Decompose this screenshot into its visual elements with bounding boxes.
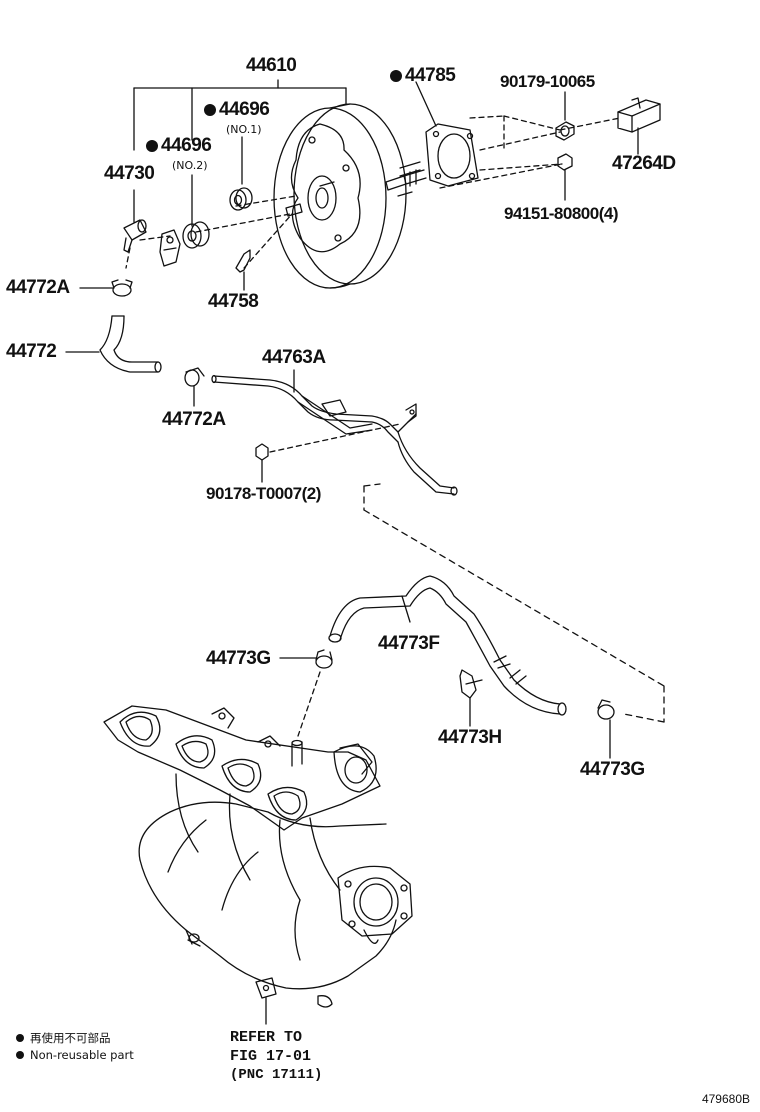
legend-en-text: Non-reusable part (30, 1048, 134, 1062)
label-90178-t0007: 90178-T0007(2) (206, 484, 321, 503)
label-44785: 44785 (390, 65, 456, 86)
label-90179-10065: 90179-10065 (500, 72, 595, 91)
label-44772a-mid: 44772A (162, 409, 226, 430)
legend-jp-text: 再使用不可部品 (30, 1031, 111, 1045)
legend-dot (16, 1034, 24, 1042)
booster-studs (385, 169, 427, 191)
hose-44773f (328, 575, 567, 716)
grommet-44696-no1 (229, 187, 253, 211)
valve-bracket (159, 229, 181, 267)
label-44785-text: 44785 (405, 65, 456, 86)
leader-44785 (415, 81, 437, 127)
assembly-lines-mid (363, 483, 665, 723)
clamp-44772a-mid (184, 367, 205, 407)
dash-44773g-left (297, 671, 321, 737)
grommet-44696-no2 (182, 221, 210, 249)
clamp-44772a-top (79, 279, 133, 297)
non-reusable-dot (146, 140, 158, 152)
label-44696-no2-text: 44696 (161, 135, 212, 156)
gasket-44785 (425, 123, 479, 187)
clamp-44773g-right (597, 699, 615, 759)
legend-en: Non-reusable part (16, 1048, 134, 1062)
label-44773g-left: 44773G (206, 648, 271, 669)
nut-94151 (557, 153, 573, 171)
label-44696-no2: 44696 (146, 135, 212, 156)
dash-90178 (269, 423, 401, 453)
non-reusable-dot (390, 70, 402, 82)
reference-line2: FIG 17-01 (230, 1048, 312, 1065)
label-44763a: 44763A (262, 347, 326, 368)
hose-44772 (65, 315, 162, 373)
non-reusable-dot (204, 104, 216, 116)
clip-44758 (235, 249, 251, 291)
check-valve-44730 (123, 219, 147, 253)
label-44772: 44772 (6, 341, 57, 362)
brake-booster (273, 103, 421, 289)
label-44696-no1-sub: (NO.1) (226, 123, 262, 136)
clevis-47264d (617, 97, 661, 133)
label-44696-no1: 44696 (204, 99, 270, 120)
clamp-44773h (459, 669, 483, 727)
label-44696-no1-text: 44696 (219, 99, 270, 120)
leader-44610 (133, 79, 347, 227)
label-44610: 44610 (246, 55, 297, 76)
nut-90178 (255, 443, 269, 483)
label-44730: 44730 (104, 163, 155, 184)
label-44772a-top: 44772A (6, 277, 70, 298)
legend-jp: 再使用不可部品 (16, 1031, 111, 1045)
label-94151-80800: 94151-80800(4) (504, 204, 618, 223)
intake-manifold (103, 705, 413, 1025)
label-44758: 44758 (208, 291, 259, 312)
reference-line3: (PNC 17111) (230, 1067, 323, 1083)
clamp-44773g-left (279, 649, 333, 669)
legend-dot (16, 1051, 24, 1059)
pipe-44763a (211, 369, 458, 496)
nut-90179 (555, 121, 575, 141)
reference-line1: REFER TO (230, 1029, 303, 1046)
figure-id: 479680B (701, 1092, 750, 1106)
label-44696-no2-sub: (NO.2) (172, 159, 208, 172)
label-44773f: 44773F (378, 633, 440, 654)
label-44773h: 44773H (438, 727, 502, 748)
assembly-lines-top (125, 115, 621, 269)
label-44773g-right: 44773G (580, 759, 645, 780)
label-47264d: 47264D (612, 153, 676, 174)
